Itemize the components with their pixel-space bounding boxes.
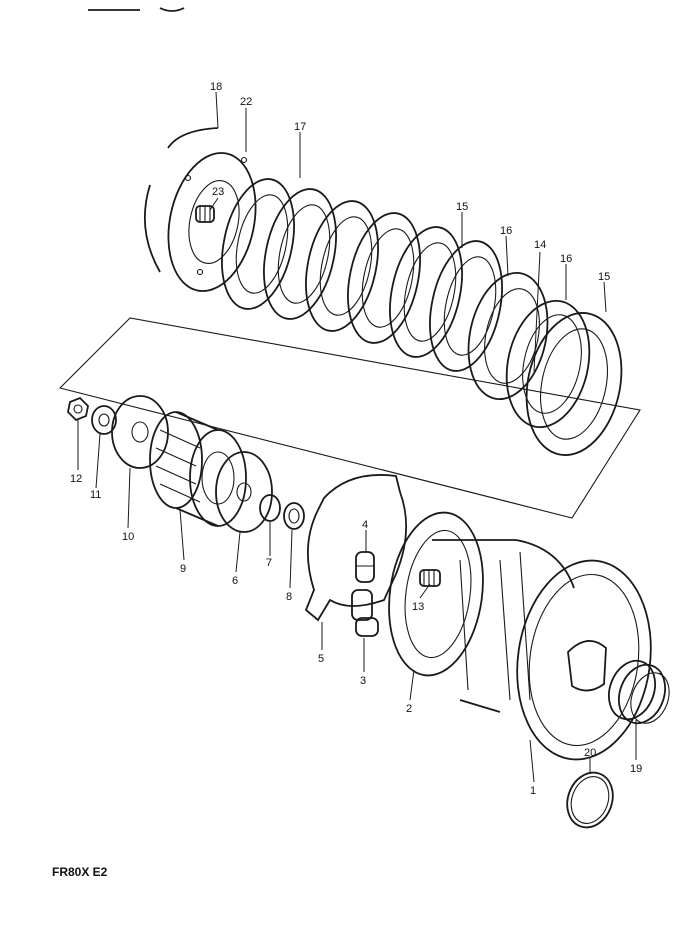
plate-5 xyxy=(304,474,407,622)
callout-23: 23 xyxy=(212,186,224,198)
callout-18: 17 xyxy=(294,121,306,133)
callout-9: 9 xyxy=(180,563,186,575)
pressure-plate-22 xyxy=(167,152,257,292)
callout-13: 13 xyxy=(412,601,424,613)
callout-16b: 16 xyxy=(560,253,572,265)
callout-6: 6 xyxy=(232,575,238,587)
spring-20 xyxy=(608,659,670,725)
callout-17: 16 xyxy=(500,225,512,237)
callout-10: 10 xyxy=(122,531,134,543)
o-ring-21 xyxy=(566,771,614,829)
plate-pack-frame xyxy=(58,317,641,519)
callout-20: 19 xyxy=(630,763,642,775)
callout-16a: 15 xyxy=(456,201,468,213)
callout-12: 12 xyxy=(70,473,82,485)
callout-15: 15 xyxy=(598,271,610,283)
header-fragment xyxy=(88,7,185,12)
callout-4: 4 xyxy=(362,519,368,531)
clutch-hub-9 xyxy=(149,411,247,527)
drive-plate-10 xyxy=(111,395,169,469)
callout-7: 7 xyxy=(266,557,272,569)
callout-1: 1 xyxy=(530,785,536,797)
washer-6 xyxy=(215,451,273,533)
callout-3: 3 xyxy=(360,675,366,687)
plate-stack xyxy=(221,178,623,456)
leader-lines xyxy=(77,91,637,783)
diagram-caption: FR80X E2 xyxy=(52,865,108,879)
washer-11 xyxy=(91,405,117,435)
washer-8 xyxy=(283,502,305,530)
callout-14: 14 xyxy=(534,239,546,251)
callout-5: 5 xyxy=(318,653,324,665)
spring-13 xyxy=(419,569,441,587)
callout-11: 11 xyxy=(90,489,101,501)
washer-7 xyxy=(259,494,281,522)
callout-labels: 18 22 17 23 15 16 14 16 15 12 11 10 9 6 … xyxy=(70,81,642,797)
callout-2: 2 xyxy=(406,703,412,715)
callout-21: 20 xyxy=(584,747,596,759)
nut-12 xyxy=(67,396,89,422)
callout-22: 22 xyxy=(240,96,252,108)
clutch-drum-1 xyxy=(432,539,652,761)
callout-8: 8 xyxy=(286,591,292,603)
callout-19: 18 xyxy=(210,81,222,93)
clutch-housing-2 xyxy=(388,511,484,677)
part-3 xyxy=(351,589,379,637)
spring-23 xyxy=(195,205,215,223)
part-4 xyxy=(355,551,375,583)
circlip-19 xyxy=(143,127,219,273)
